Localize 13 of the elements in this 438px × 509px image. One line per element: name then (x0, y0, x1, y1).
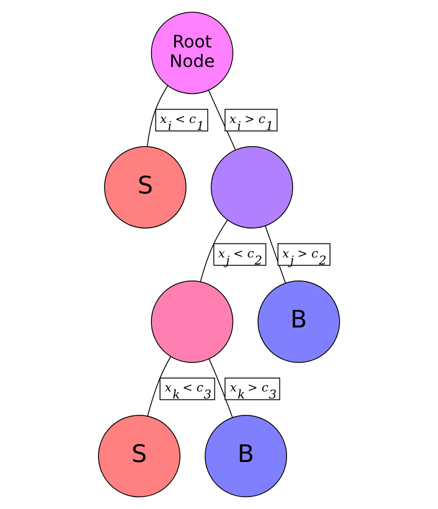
node-circle (150, 280, 234, 363)
connector (200, 220, 228, 282)
node-circle: B (258, 280, 340, 363)
connector (147, 356, 172, 417)
node-circle (210, 146, 294, 228)
connector (146, 85, 168, 147)
connector (208, 90, 236, 150)
node-circle: Root Node (150, 12, 234, 94)
node-circle: S (104, 146, 186, 228)
node-circle: S (98, 414, 180, 498)
node-circle: B (204, 414, 288, 498)
connector (264, 225, 286, 284)
connector (208, 358, 233, 418)
